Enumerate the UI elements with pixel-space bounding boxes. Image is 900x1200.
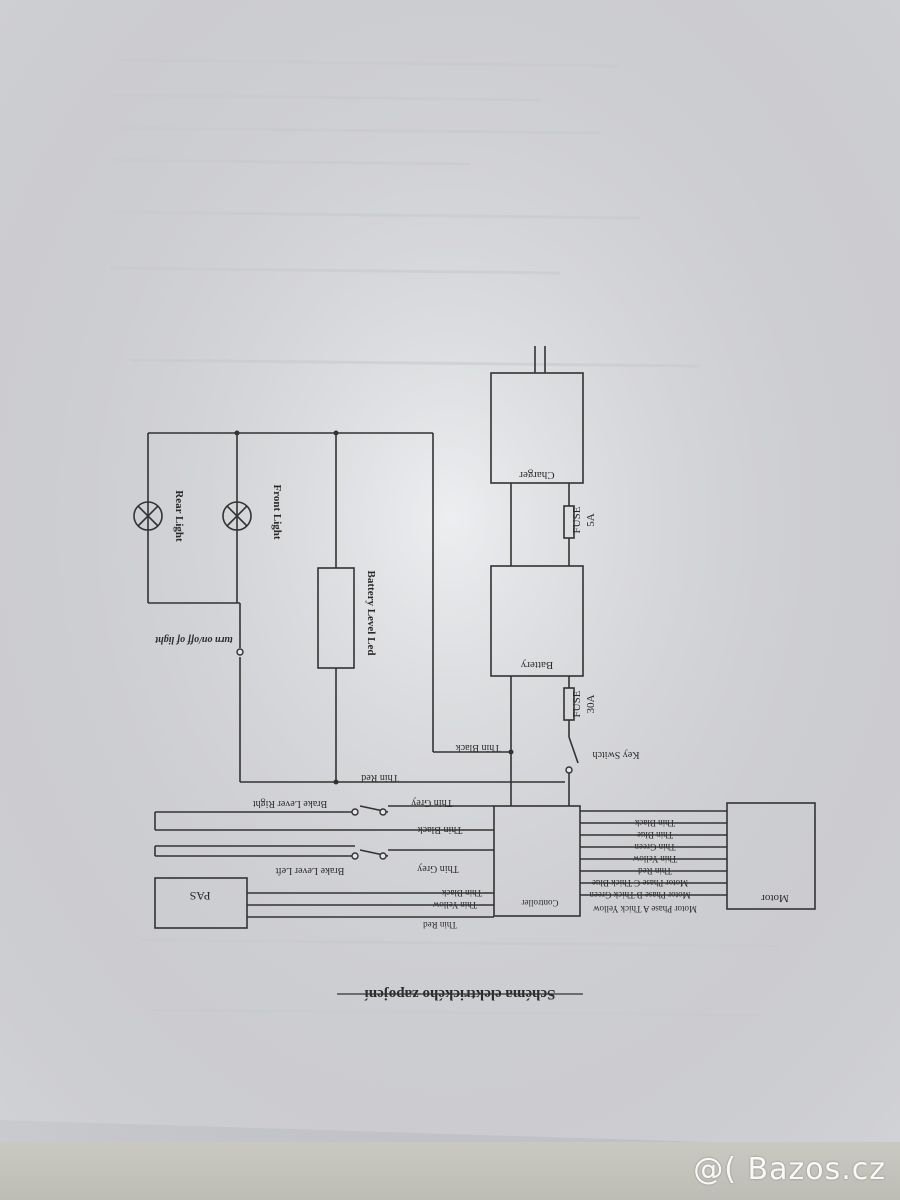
battery-label: Battery: [520, 659, 553, 671]
wire-pas-yellow: Thin Yellow: [432, 900, 477, 910]
motor-box: [726, 802, 816, 910]
motor-wire-label: Motor Phase A Thick Yellow: [592, 904, 697, 914]
wire-thin-red-top: Thin Red: [361, 772, 399, 783]
bazos-watermark: @( Bazos.cz: [693, 1152, 886, 1187]
front-light-label: Front Light: [271, 484, 283, 539]
pas-label: PAS: [190, 889, 211, 903]
battery-level-led: [317, 567, 355, 669]
wire-thin-black-mid: Thin Black: [418, 824, 463, 835]
light-switch-label: turn on/off of light: [154, 634, 233, 645]
wire-thin-black-top: Thin Black: [456, 742, 501, 753]
wire-pas-black: Thin Black: [441, 888, 482, 898]
rear-light-label: Rear Light: [173, 490, 185, 542]
rear-light-lamp: [133, 501, 163, 531]
brake-right-label: Brake Lever Right: [253, 798, 328, 809]
motor-wire-label: Motor Phase B Thick Green: [589, 890, 691, 900]
charger-label: Charger: [519, 469, 555, 481]
fuse-30a-value: 30A: [585, 694, 597, 713]
key-switch: [568, 736, 579, 764]
battery-level-led-label: Battery Level Led: [365, 571, 377, 656]
controller-box: [493, 805, 581, 917]
wire-thin-grey-left: Thin Grey: [417, 863, 458, 874]
motor-wire-label: Thin Blue: [637, 830, 673, 840]
motor-wire-label: Thin Black: [634, 818, 675, 828]
fuse-5a-value: 5A: [585, 513, 597, 527]
bottom-strip: [0, 1142, 900, 1200]
key-switch-label: Key Switch: [593, 749, 640, 760]
battery-box: [490, 565, 584, 677]
motor-wire-label: Motor Phase C Thick Blue: [592, 878, 688, 888]
charger-box: [490, 372, 584, 484]
controller-label: Controller: [522, 898, 559, 908]
motor-wire-label: Thin Yellow: [632, 854, 677, 864]
fuse-5a-label: FUSE: [571, 506, 583, 533]
wire-pas-red: Thin Red: [423, 920, 457, 930]
fuse-30a-label: FUSE: [571, 690, 583, 717]
show-through-text: [109, 58, 781, 1017]
front-light-lamp: [222, 501, 252, 531]
motor-wire-label: Thin Green: [634, 842, 676, 852]
wire-thin-grey-right: Thin Grey: [411, 797, 452, 808]
motor-label: Motor: [761, 892, 789, 904]
brake-left-label: Brake Lever Left: [275, 865, 344, 876]
motor-wire-label: Thin Red: [638, 866, 672, 876]
pas-box: [154, 877, 248, 929]
